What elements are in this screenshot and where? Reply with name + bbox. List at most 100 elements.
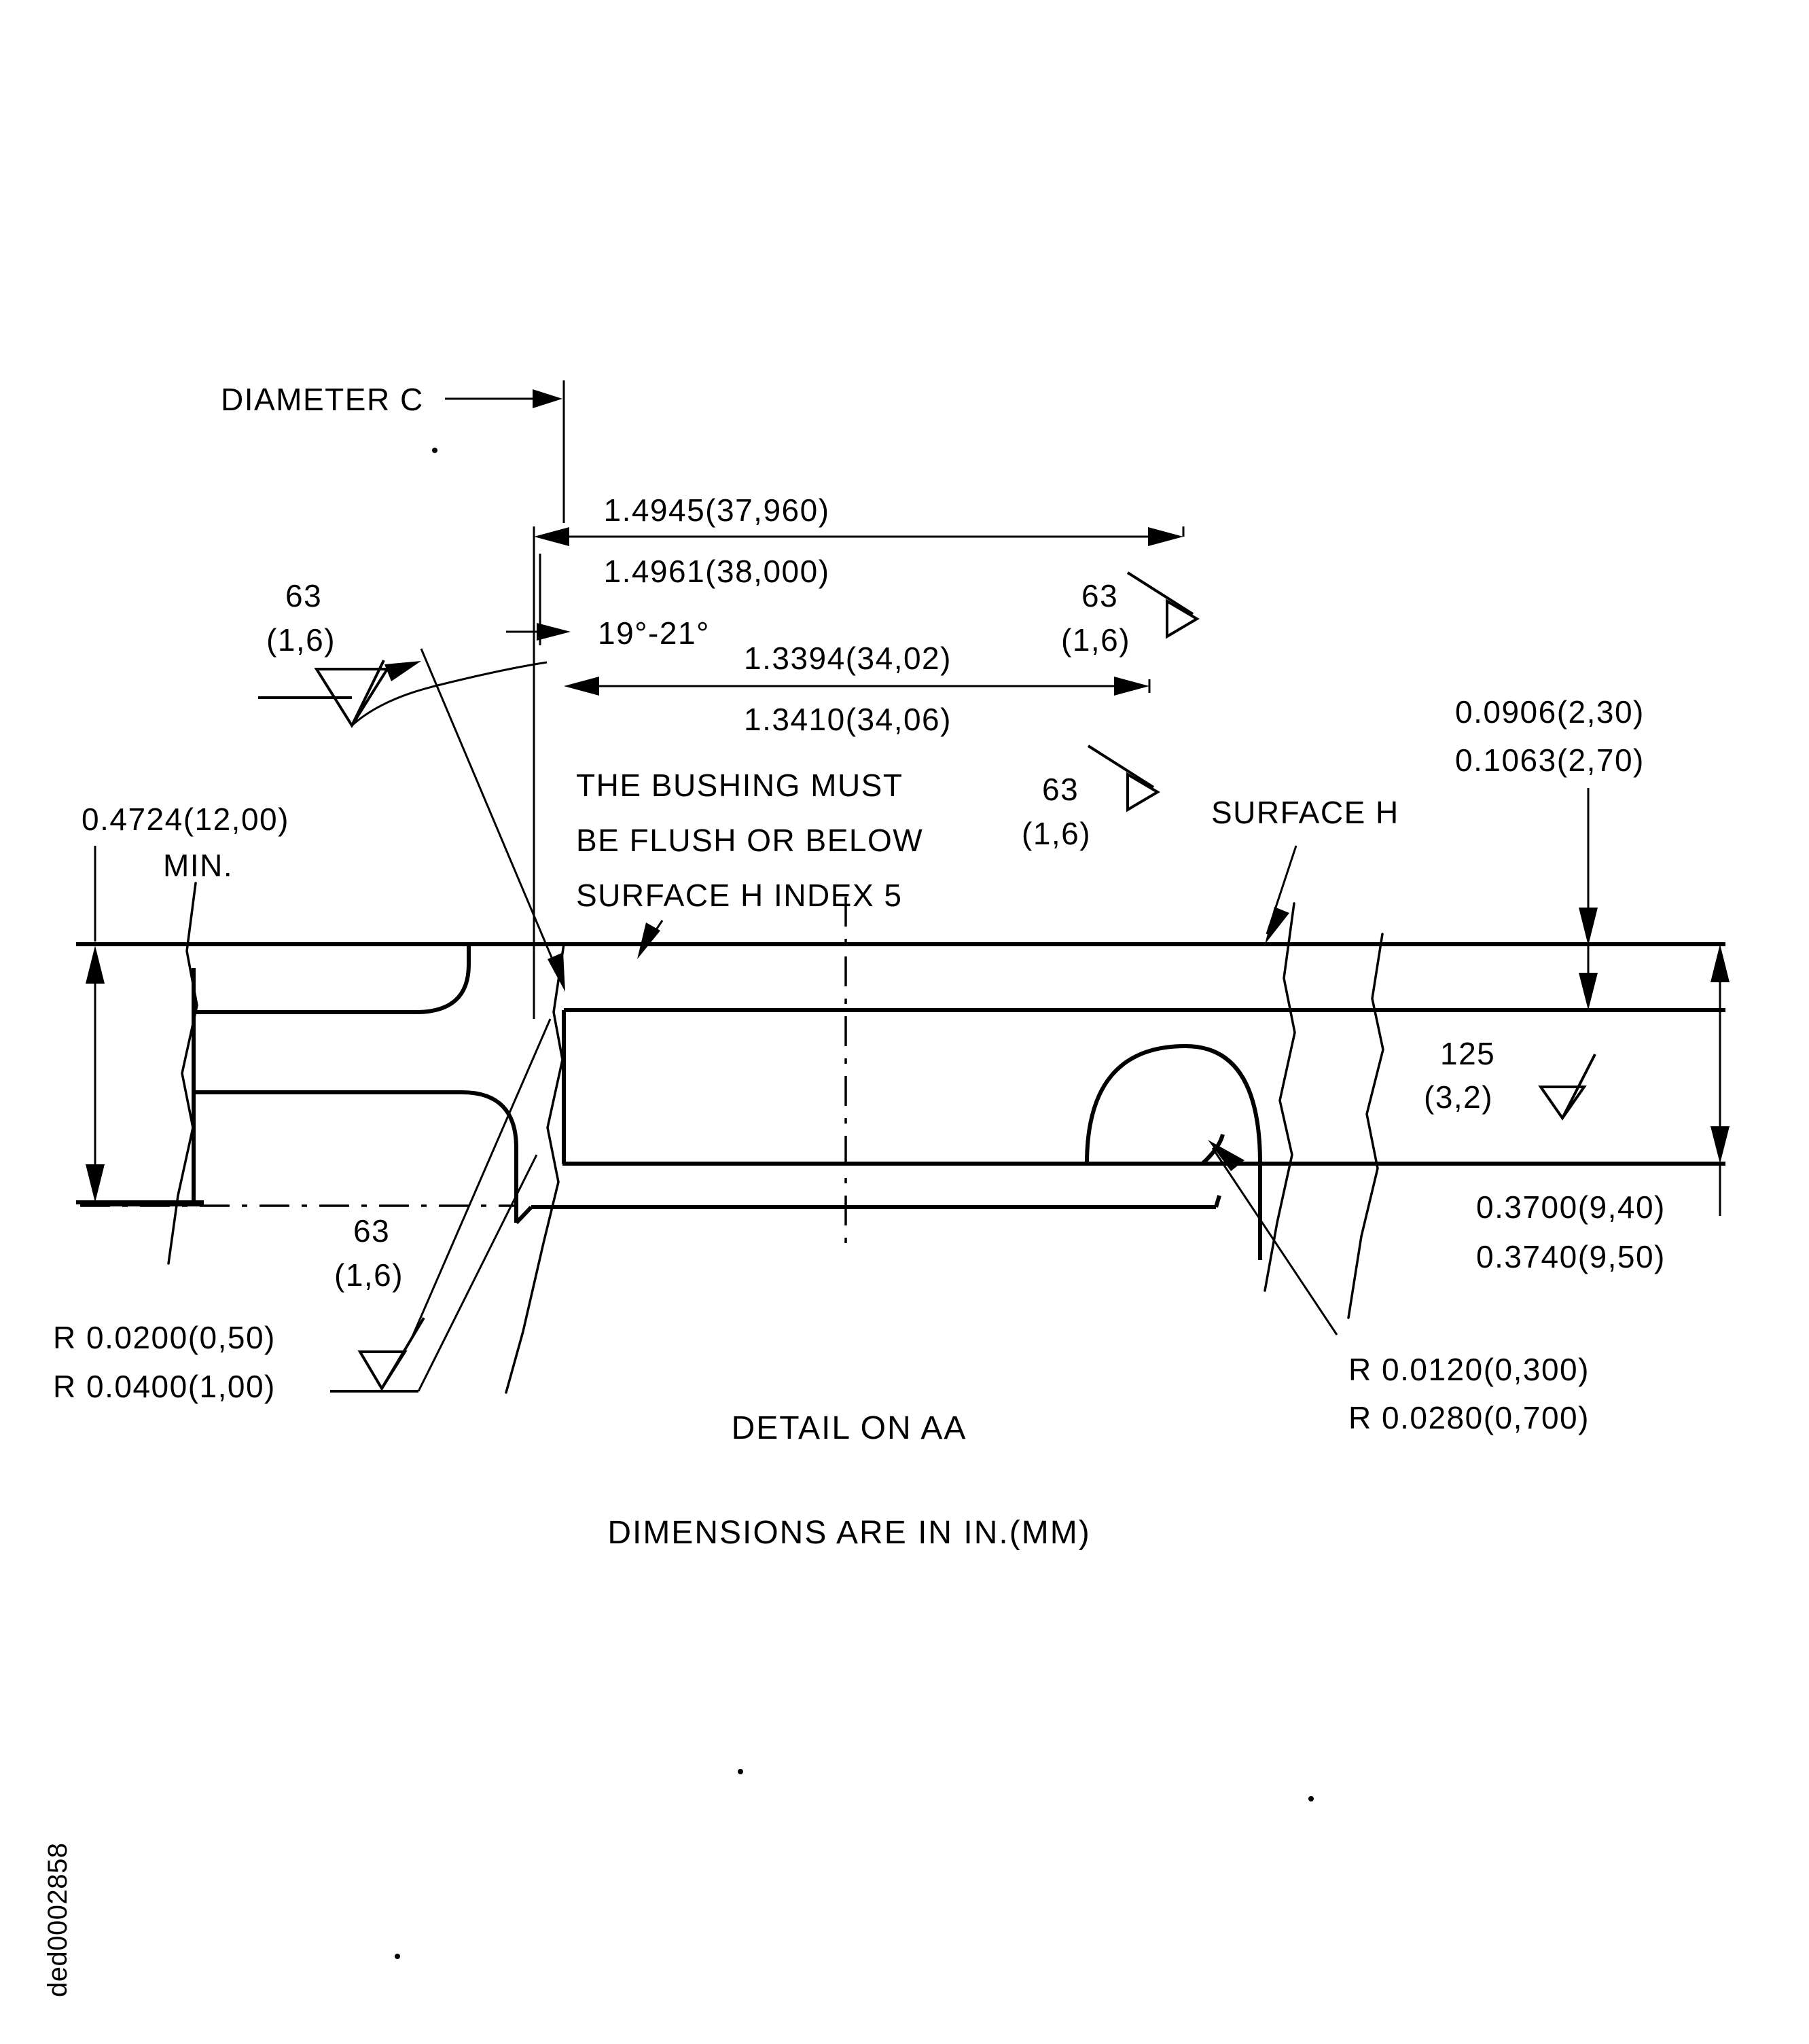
left-height-qualifier: MIN.	[163, 848, 233, 883]
right-top-arrow-down-2	[1579, 973, 1598, 1010]
bushing-note-block: THE BUSHING MUST BE FLUSH OR BELOW SURFA…	[576, 768, 923, 959]
diameter-c-arrowhead	[533, 389, 562, 408]
surface-finish-symbol-3: 63 (1,6)	[1022, 745, 1160, 851]
note-line-1: THE BUSHING MUST	[576, 768, 903, 803]
overall-width-arrow-right	[1148, 527, 1183, 546]
sf2-triangle-icon	[1126, 571, 1200, 639]
right-bottom-arrow-down	[1711, 1126, 1730, 1164]
inner-width-arrow-left	[564, 677, 599, 696]
angle-value-label: 19°-21°	[598, 615, 710, 651]
bushing-bore-outline	[531, 1008, 1294, 1209]
sf3-check-triangle-icon	[1126, 772, 1160, 812]
units-caption: DIMENSIONS ARE IN IN.(MM)	[607, 1515, 1090, 1551]
sf3-metric-value: (1,6)	[1022, 816, 1091, 851]
sf5-metric-value: (3,2)	[1424, 1079, 1493, 1115]
sf1-leader-arrowhead	[384, 661, 421, 681]
sf2-metric-value: (1,6)	[1061, 622, 1130, 658]
surface-finish-symbol-2: 63 (1,6)	[1061, 571, 1200, 658]
inner-width-upper-value: 1.3394(34,02)	[744, 641, 952, 676]
id-code-group: ded0002858	[43, 1843, 73, 1997]
surface-h-leader-arrowhead	[1265, 907, 1289, 944]
overall-width-arrow-left	[534, 527, 569, 546]
left-upper-step	[194, 944, 471, 1014]
sf5-check-triangle-icon	[1538, 1086, 1587, 1121]
sf1-leader-curve	[351, 661, 548, 727]
right-top-upper-value: 0.0906(2,30)	[1455, 694, 1645, 730]
sf3-triangle-icon	[1087, 745, 1160, 812]
sf4-metric-value: (1,6)	[334, 1257, 404, 1293]
radius-callout-left: R 0.0200(0,50) R 0.0400(1,00)	[53, 1320, 276, 1404]
sf4-roughness-value: 63	[353, 1213, 390, 1249]
right-top-lower-value: 0.1063(2,70)	[1455, 742, 1645, 778]
right-bottom-dimension: 0.3700(9,40) 0.3740(9,50)	[1476, 944, 1730, 1274]
bottom-left-round	[514, 1205, 533, 1225]
sf1-triangle-icon	[258, 660, 390, 728]
break-line-right-outer	[1347, 933, 1384, 1319]
sf3-tail-stroke	[1087, 745, 1155, 789]
break-line-right-inner	[1264, 902, 1296, 1292]
break-lines-group	[167, 882, 1384, 1394]
radius-left-lower-value: R 0.0400(1,00)	[53, 1369, 276, 1404]
registration-marks	[395, 448, 1314, 1959]
right-bottom-upper-value: 0.3700(9,40)	[1476, 1189, 1666, 1225]
surface-finish-symbol-5: 125 (3,2)	[1424, 1036, 1596, 1121]
sf4-check-triangle-icon	[357, 1350, 408, 1391]
sf2-tail-stroke	[1126, 571, 1194, 615]
surface-h-callout: SURFACE H	[1211, 795, 1399, 944]
radius-callout-right: R 0.0120(0,300) R 0.0280(0,700)	[1208, 1140, 1590, 1435]
semicircular-arc-feature	[1085, 1044, 1262, 1164]
sf5-tail-stroke	[1561, 1054, 1596, 1119]
sf5-triangle-icon	[1538, 1054, 1596, 1121]
surface-h-label: SURFACE H	[1211, 795, 1399, 830]
outer-bottom-right-turn	[1214, 1195, 1221, 1208]
overall-width-dimension: 1.4945(37,960) 1.4961(38,000)	[533, 492, 1185, 1019]
registration-dot-2	[1308, 1796, 1314, 1801]
radius-left-upper-value: R 0.0200(0,50)	[53, 1320, 276, 1355]
sf3-roughness-value: 63	[1042, 772, 1079, 807]
note-line-3: SURFACE H INDEX 5	[576, 878, 903, 913]
right-bottom-arrow-up	[1711, 944, 1730, 982]
inner-width-arrow-right	[1114, 677, 1149, 696]
note-line-2: BE FLUSH OR BELOW	[576, 823, 923, 858]
radius-right-upper-value: R 0.0120(0,300)	[1348, 1352, 1590, 1387]
note-leader-arrowhead	[637, 922, 660, 959]
inner-width-lower-value: 1.3410(34,06)	[744, 702, 952, 737]
sf1-metric-value: (1,6)	[266, 622, 336, 658]
break-line-left	[505, 943, 565, 1394]
sf1-pointer-long	[420, 648, 565, 987]
captions-group: DETAIL ON AA DIMENSIONS ARE IN IN.(MM)	[607, 1410, 1090, 1551]
id-code-label: ded0002858	[43, 1843, 73, 1997]
left-height-arrow-top	[86, 946, 105, 984]
right-top-dimension: 0.0906(2,30) 0.1063(2,70)	[1455, 694, 1645, 1010]
registration-dot-3	[395, 1954, 400, 1959]
surface-finish-symbol-4: 63 (1,6)	[330, 1018, 552, 1393]
sf1-roughness-value: 63	[285, 578, 322, 613]
diameter-c-label: DIAMETER C	[221, 382, 424, 417]
sf2-check-triangle-icon	[1166, 598, 1200, 639]
angle-arrowhead	[537, 623, 571, 641]
inner-width-dimension: 1.3394(34,02) 1.3410(34,06)	[564, 641, 1151, 737]
radius-right-lower-value: R 0.0280(0,700)	[1348, 1400, 1590, 1435]
registration-dot-4	[432, 448, 437, 453]
registration-dot-1	[738, 1769, 743, 1774]
sf5-roughness-value: 125	[1440, 1036, 1495, 1071]
left-height-value: 0.4724(12,00)	[82, 802, 289, 837]
break-line-far-left	[167, 882, 198, 1265]
sf4-pointer-line-b	[417, 1154, 538, 1392]
overall-width-lower-value: 1.4961(38,000)	[603, 554, 829, 589]
detail-caption: DETAIL ON AA	[732, 1410, 967, 1446]
left-part-profile	[192, 944, 518, 1202]
diameter-c-callout: DIAMETER C	[221, 380, 565, 523]
right-bottom-lower-value: 0.3740(9,50)	[1476, 1239, 1666, 1274]
sf4-triangle-icon	[330, 1316, 425, 1393]
sf2-roughness-value: 63	[1081, 578, 1118, 613]
sf1-pointer-arrowhead	[548, 952, 565, 992]
left-lower-step	[194, 1090, 518, 1196]
overall-width-upper-value: 1.4945(37,960)	[603, 492, 829, 528]
radius-right-leader-arrowhead	[1208, 1140, 1244, 1171]
angle-callout: 19°-21°	[506, 554, 710, 651]
sf1-tail-stroke	[351, 660, 385, 726]
radius-right-leader-line	[1211, 1147, 1338, 1335]
